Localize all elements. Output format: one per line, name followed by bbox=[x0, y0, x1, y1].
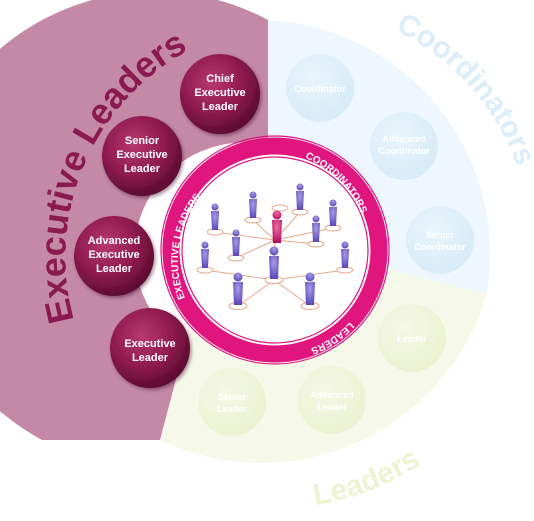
level-bubble-coordinator: Coordinator bbox=[286, 54, 354, 122]
level-bubble-executive-leader: Executive Leader bbox=[110, 308, 190, 388]
svg-text:Leader: Leader bbox=[397, 334, 427, 344]
level-bubble-senior-executive-leader: Senior Executive Leader bbox=[102, 116, 182, 196]
svg-text:Leader: Leader bbox=[132, 352, 169, 364]
svg-text:Senior: Senior bbox=[218, 392, 247, 402]
svg-text:Coordinator: Coordinator bbox=[378, 146, 430, 156]
level-bubble-advanced-coordinator: Advanced Coordinator bbox=[370, 112, 438, 180]
svg-text:Advanced: Advanced bbox=[88, 235, 141, 247]
svg-text:Leader: Leader bbox=[96, 263, 133, 275]
svg-text:Advanced: Advanced bbox=[310, 390, 353, 400]
person-network-icon bbox=[196, 183, 354, 310]
svg-text:Coordinator: Coordinator bbox=[294, 84, 346, 94]
svg-text:Executive: Executive bbox=[88, 249, 139, 261]
level-bubble-advanced-executive-leader: Advanced Executive Leader bbox=[74, 216, 154, 296]
svg-text:Coordinator: Coordinator bbox=[414, 242, 466, 252]
svg-text:Senior: Senior bbox=[125, 135, 160, 147]
svg-text:Executive: Executive bbox=[124, 338, 175, 350]
level-bubble-chief-executive-leader: Chief Executive Leader bbox=[180, 54, 260, 134]
svg-text:Executive: Executive bbox=[116, 149, 167, 161]
level-bubble-senior-leader: Senior Leader bbox=[198, 368, 266, 436]
svg-text:Leader: Leader bbox=[217, 404, 247, 414]
level-bubble-leader: Leader bbox=[378, 304, 446, 372]
svg-text:Chief: Chief bbox=[206, 73, 234, 85]
svg-text:Senior: Senior bbox=[426, 230, 455, 240]
center-hub: COORDINATORS EXECUTIVE LEADERS LEADERS bbox=[160, 135, 390, 365]
svg-text:Advanced: Advanced bbox=[382, 134, 425, 144]
svg-text:Executive: Executive bbox=[194, 87, 245, 99]
svg-text:Leader: Leader bbox=[317, 402, 347, 412]
svg-text:Leader: Leader bbox=[124, 163, 161, 175]
svg-text:Leader: Leader bbox=[202, 101, 239, 113]
level-bubble-senior-coordinator: Senior Coordinator bbox=[406, 206, 474, 274]
level-bubble-advanced-leader: Advanced Leader bbox=[298, 366, 366, 434]
